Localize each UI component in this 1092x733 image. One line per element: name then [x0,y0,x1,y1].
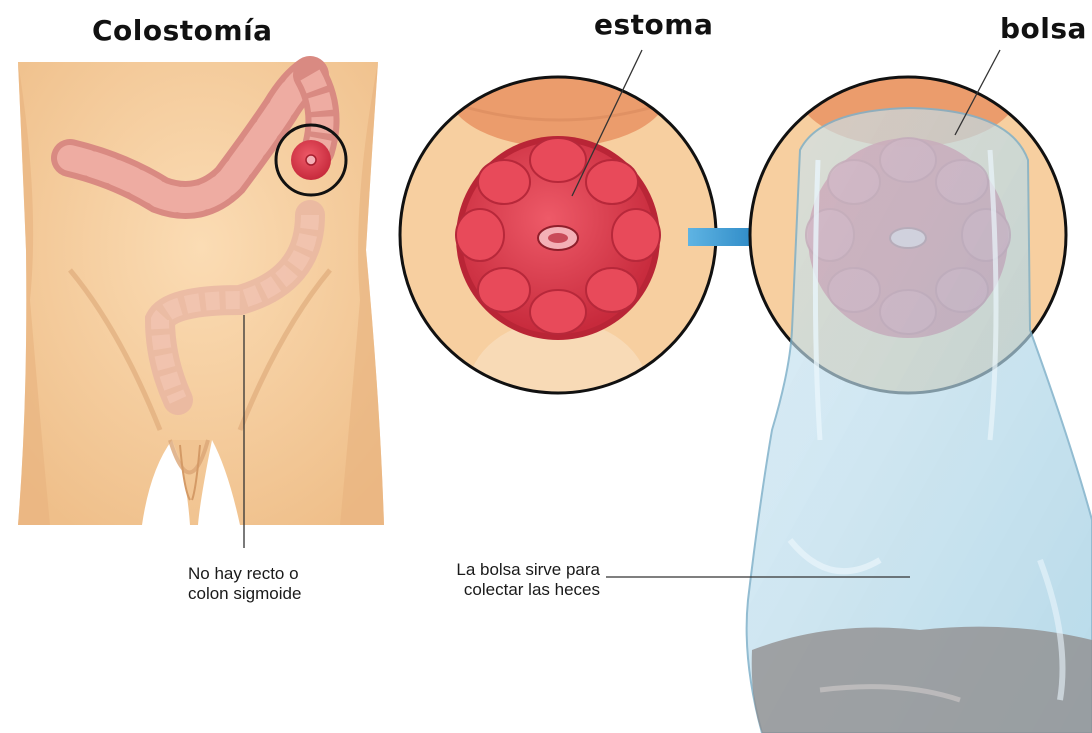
main-title: Colostomía [92,14,273,47]
stoma-closeup [395,37,725,460]
annotation-no-rectum-line1: No hay recto o [188,564,301,584]
annotation-bag-purpose: La bolsa sirve para colectar las heces [448,560,600,600]
bag-contents [752,627,1092,733]
stoma-title: estoma [594,8,713,41]
annotation-no-rectum: No hay recto o colon sigmoide [188,564,301,604]
annotation-bag-purpose-line1: La bolsa sirve para [448,560,600,580]
annotation-bag-purpose-line2: colectar las heces [448,580,600,600]
stoma [456,136,660,340]
annotation-no-rectum-line2: colon sigmoide [188,584,301,604]
bag-title: bolsa [1000,12,1087,45]
